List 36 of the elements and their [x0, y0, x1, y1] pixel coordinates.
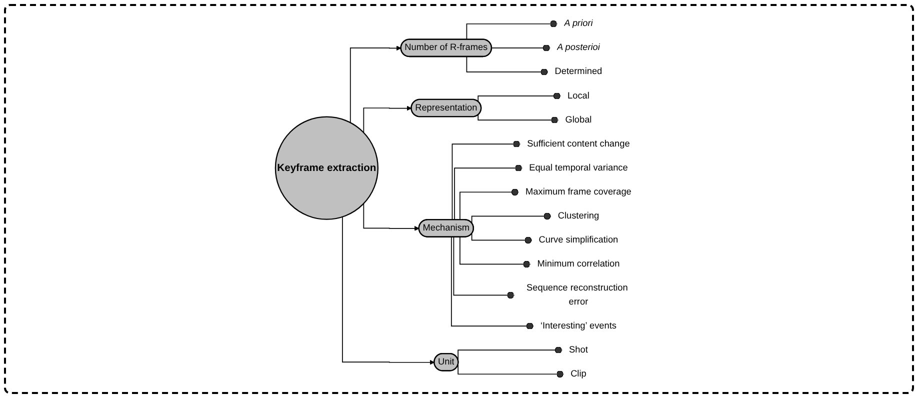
- node-text: Clustering: [558, 211, 600, 221]
- arrow: [342, 216, 435, 365]
- connector: [460, 188, 520, 220]
- connector: [478, 92, 562, 102]
- node-text: Global: [565, 114, 592, 125]
- connector: [452, 140, 521, 220]
- node-text: A posterioi: [557, 42, 600, 52]
- connector: [466, 20, 558, 40]
- node-text: A priori: [564, 18, 593, 28]
- node-circle: [274, 116, 378, 220]
- connector: [471, 233, 532, 244]
- connector: [491, 44, 551, 52]
- node-text: ‘Interesting’ events: [540, 320, 616, 331]
- node-text: Equal temporal variance: [529, 162, 628, 173]
- node-text: Shot: [569, 344, 588, 355]
- node-text: Sufficient content change: [527, 138, 630, 149]
- connector: [471, 212, 552, 224]
- connector: [466, 56, 548, 76]
- connector: [453, 236, 515, 299]
- connector: [460, 236, 531, 268]
- node-text: Maximum frame coverage: [526, 186, 632, 197]
- node-text: Sequence reconstruction error: [526, 283, 628, 307]
- connector: [450, 236, 534, 330]
- node-text: Determined: [554, 66, 602, 77]
- connector: [478, 114, 559, 124]
- dashed-frame: Keyframe extraction Number of R-frames A priori A posterioi Determined Representation Local Global Mechanism Sufficient content change Equal temporal variance Maximum frame coverage Clustering Curve simplification Minimum correlation Sequence reconstruction error ‘Interesting’ events Unit Shot Clip: [4, 4, 914, 394]
- connector: [458, 364, 564, 378]
- node-text: Clip: [570, 368, 586, 379]
- arrow: [350, 46, 402, 124]
- node-text: Curve simplification: [538, 235, 618, 245]
- node-text: Local: [568, 90, 590, 101]
- connector: [454, 164, 523, 220]
- arrow: [363, 203, 420, 231]
- arrow: [363, 106, 412, 134]
- connector: [458, 346, 563, 360]
- node-text: Minimum correlation: [537, 259, 620, 269]
